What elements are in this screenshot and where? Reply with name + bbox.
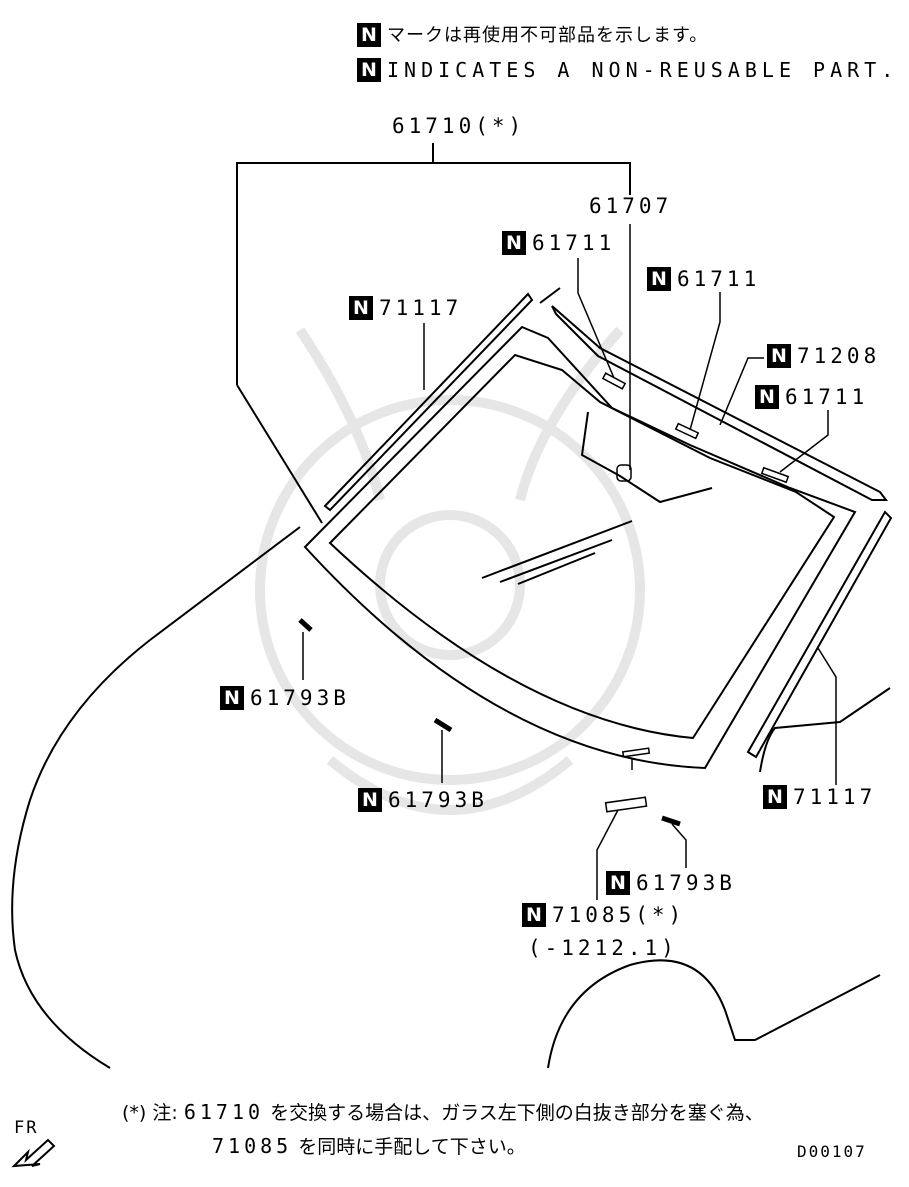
callout-text: 71208 bbox=[797, 344, 881, 368]
footnote-line1-text: を交換する場合は、ガラス左下側の白抜き部分を塞ぐ為、 bbox=[270, 1102, 764, 1124]
moldings bbox=[323, 287, 893, 759]
footnote-line2-text: を同時に手配して下さい。 bbox=[298, 1136, 526, 1158]
callout-61710: 61710(*) bbox=[392, 114, 526, 138]
watermark-crest-icon bbox=[255, 326, 645, 815]
callout-71085-range: (-1212.1) bbox=[528, 936, 678, 960]
non-reusable-badge: N bbox=[349, 296, 373, 320]
callout-61707: 61707 bbox=[589, 194, 673, 218]
non-reusable-badge: N bbox=[220, 686, 244, 710]
footnote-prefix: (*) 注: bbox=[122, 1102, 178, 1124]
callout-text: 61793B bbox=[636, 871, 736, 895]
legend-jp: N マークは再使用不可部品を示します。 bbox=[357, 23, 708, 48]
non-reusable-badge: N bbox=[502, 231, 526, 255]
callout-text: 71117 bbox=[379, 296, 463, 320]
non-reusable-badge: N bbox=[763, 785, 787, 809]
windshield-glass bbox=[303, 325, 857, 770]
front-direction-arrow-icon bbox=[11, 1138, 56, 1168]
non-reusable-badge: N bbox=[357, 23, 381, 47]
non-reusable-badge: N bbox=[358, 788, 382, 812]
callout-text: 61711 bbox=[785, 385, 869, 409]
non-reusable-badge: N bbox=[606, 871, 630, 895]
legend-en-text: INDICATES A NON-REUSABLE PART. bbox=[387, 58, 899, 82]
non-reusable-badge: N bbox=[647, 267, 671, 291]
callout-text: 61711 bbox=[532, 231, 616, 255]
legend-jp-text: マークは再使用不可部品を示します。 bbox=[387, 25, 709, 46]
leader-lines bbox=[302, 224, 837, 900]
non-reusable-badge: N bbox=[767, 344, 791, 368]
bracket-61710 bbox=[236, 143, 631, 524]
callout-text: 71117 bbox=[793, 785, 877, 809]
callout-text: 71085(*) bbox=[552, 903, 686, 927]
non-reusable-badge: N bbox=[755, 385, 779, 409]
non-reusable-badge: N bbox=[357, 58, 381, 82]
footnote-line-1: (*) 注: 61710 を交換する場合は、ガラス左下側の白抜き部分を塞ぐ為、 bbox=[122, 1100, 764, 1125]
diagram-code: D00107 bbox=[797, 1142, 867, 1161]
callout-text: 61793B bbox=[388, 788, 488, 812]
callout-text: 61793B bbox=[250, 686, 350, 710]
footnote-part-71085: 71085 bbox=[212, 1134, 293, 1158]
footnote-part-61710: 61710 bbox=[183, 1100, 265, 1124]
car-body-outline bbox=[11, 526, 891, 1069]
callout-text: 61711 bbox=[677, 267, 761, 291]
non-reusable-badge: N bbox=[522, 903, 546, 927]
clips bbox=[298, 372, 790, 827]
front-direction-label: FR bbox=[14, 1118, 39, 1138]
footnote-line-2: 71085 を同時に手配して下さい。 bbox=[212, 1134, 526, 1159]
